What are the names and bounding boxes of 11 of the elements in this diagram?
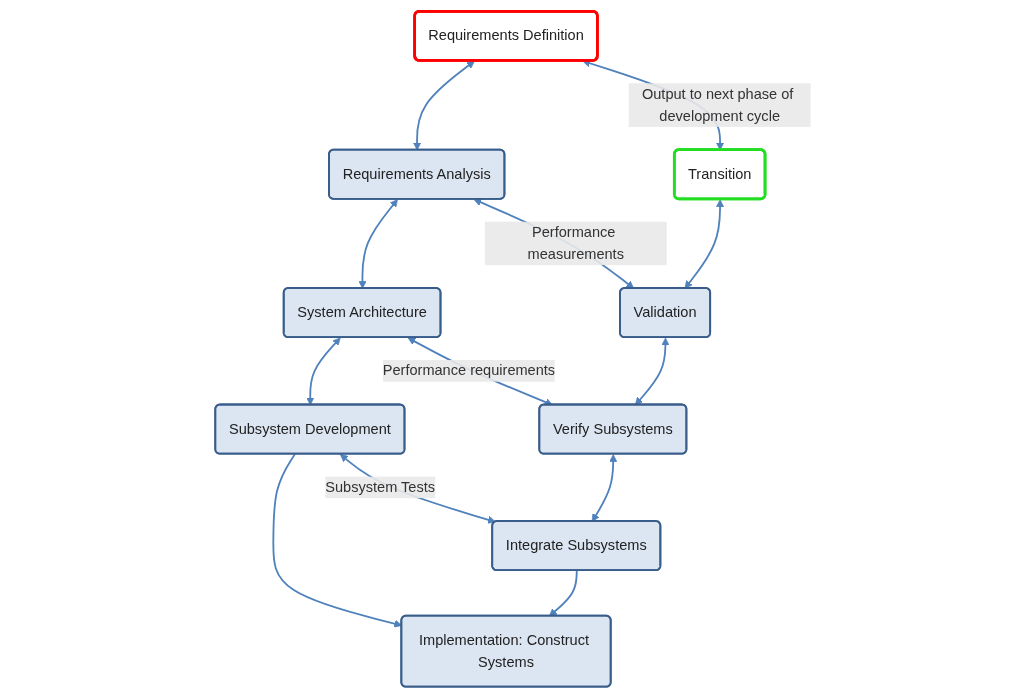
arrow: [305, 337, 341, 406]
arrow: [634, 337, 669, 406]
edge-label: Output to next phase of development cycle: [641, 85, 793, 124]
arrow: [357, 199, 398, 289]
arrow: [548, 569, 578, 617]
edge-label: Subsystem Tests: [324, 479, 435, 495]
edge-label: Performance measurements: [527, 224, 624, 262]
edge-label: Performance requirements: [382, 362, 555, 379]
arrow: [591, 454, 617, 522]
arrow: [412, 60, 475, 151]
arrow: [684, 199, 724, 289]
